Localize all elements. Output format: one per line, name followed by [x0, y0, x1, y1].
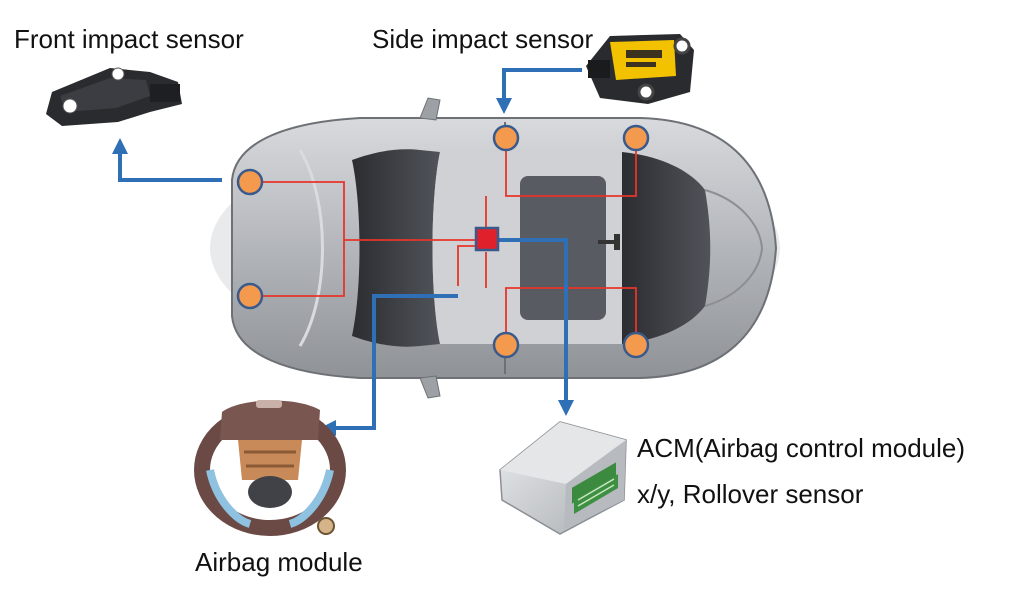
airbag-module-image [194, 400, 346, 536]
wiring-harness [250, 138, 637, 345]
acm-title-label: ACM(Airbag control module) [637, 433, 966, 463]
arrow-from-side-sensor [496, 68, 582, 114]
signal-arrows [112, 68, 582, 436]
control-unit-marker [474, 226, 500, 252]
sensor-side-left-front [492, 124, 520, 152]
sensor-front-right [236, 282, 264, 310]
acm-subtitle-label: x/y, Rollover sensor [637, 479, 864, 509]
sensor-front-left [236, 168, 264, 196]
key-icon [598, 234, 620, 250]
acm-module-image [499, 421, 627, 535]
sensor-nodes [236, 124, 650, 359]
airbag-module-label: Airbag module [195, 547, 363, 577]
arrow-to-acm [498, 238, 574, 416]
arrow-to-airbag [320, 294, 458, 436]
sensor-side-right-rear [622, 331, 650, 359]
sensor-side-right-front [492, 331, 520, 359]
sensor-side-left-rear [622, 124, 650, 152]
arrow-to-front-sensor [112, 138, 222, 182]
side-impact-sensor-label: Side impact sensor [372, 24, 594, 54]
side-impact-sensor-image [586, 34, 694, 104]
front-impact-sensor-image [46, 67, 182, 126]
front-impact-sensor-label: Front impact sensor [14, 24, 244, 54]
